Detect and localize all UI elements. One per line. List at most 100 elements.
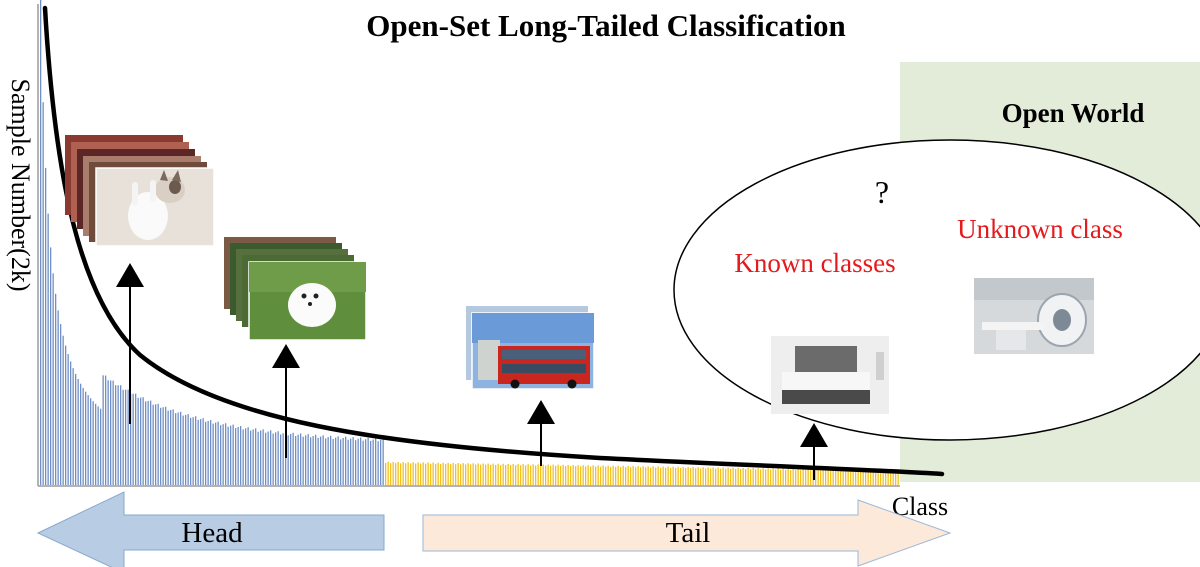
tail-bar: [802, 468, 804, 485]
tail-bar: [492, 463, 494, 485]
tail-bar: [642, 466, 644, 485]
tail-bar: [750, 469, 752, 485]
tail-bar: [832, 469, 834, 485]
head-bar: [235, 428, 237, 485]
head-bar: [217, 421, 219, 485]
head-bar: [320, 436, 322, 485]
tail-bar: [847, 469, 849, 485]
tail-bar: [442, 462, 444, 485]
tail-bar: [765, 469, 767, 485]
tail-bar: [570, 466, 572, 485]
tail-bar: [447, 462, 449, 485]
tail-bar: [497, 463, 499, 485]
tail-bar: [387, 461, 389, 485]
head-bar: [287, 435, 289, 485]
tail-bar: [797, 468, 799, 485]
tail-bar: [592, 465, 594, 485]
head-bar: [330, 435, 332, 485]
tail-bar: [432, 462, 434, 485]
tail-bar: [410, 463, 412, 485]
open-set-ellipse: [673, 139, 1200, 441]
tail-bar: [767, 468, 769, 485]
head-bar: [80, 383, 82, 485]
head-bar: [377, 441, 379, 485]
tail-bar: [685, 468, 687, 485]
tail-bar: [805, 470, 807, 485]
head-bar: [40, 0, 42, 485]
head-bar: [42, 102, 44, 485]
head-bar: [100, 408, 102, 485]
tail-bar: [557, 464, 559, 485]
tail-bar: [712, 467, 714, 485]
head-bar: [295, 436, 297, 485]
head-bar: [52, 273, 54, 485]
tail-bar: [840, 470, 842, 485]
head-bar: [202, 418, 204, 485]
head-bar: [372, 439, 374, 485]
tail-bar: [572, 465, 574, 485]
tail-bar: [577, 465, 579, 485]
tail-bar: [590, 466, 592, 485]
tail-bar: [867, 470, 869, 485]
head-bar: [125, 389, 127, 485]
tail-bar: [530, 465, 532, 485]
tail-arrow: [422, 499, 952, 567]
bus-photo-stack: [466, 306, 595, 390]
head-bar: [342, 438, 344, 485]
tail-bar: [627, 465, 629, 485]
tail-bar: [895, 471, 897, 485]
tail-bar: [680, 468, 682, 485]
tail-bar: [495, 464, 497, 485]
head-bar: [355, 440, 357, 485]
tail-bar: [870, 471, 872, 485]
tail-bar: [467, 463, 469, 485]
head-bar: [210, 420, 212, 485]
tail-bar: [695, 468, 697, 485]
head-bar: [247, 427, 249, 485]
tail-bar: [675, 467, 677, 485]
head-bar: [85, 391, 87, 485]
tail-bar: [400, 463, 402, 485]
head-bar: [192, 417, 194, 485]
head-bar: [237, 427, 239, 485]
tail-bar: [885, 471, 887, 485]
head-bar: [245, 428, 247, 485]
tail-bar: [782, 468, 784, 485]
tail-bar: [692, 467, 694, 485]
head-bar: [75, 373, 77, 485]
tail-bar: [595, 466, 597, 485]
head-bar: [172, 409, 174, 485]
tail-bar: [575, 466, 577, 485]
tail-bar: [485, 464, 487, 485]
head-arrow: [36, 491, 385, 567]
head-bar: [310, 437, 312, 485]
tail-bar: [795, 470, 797, 485]
head-bar: [322, 435, 324, 485]
head-bar: [360, 437, 362, 485]
tail-bar: [687, 466, 689, 485]
head-bar: [282, 433, 284, 485]
head-bar: [205, 421, 207, 485]
head-bar: [165, 406, 167, 485]
tail-bar: [677, 466, 679, 485]
head-bar: [215, 422, 217, 485]
tail-bar: [702, 467, 704, 485]
head-bar: [77, 379, 79, 485]
tail-bar: [755, 469, 757, 485]
head-bar: [120, 385, 122, 485]
head-bar: [380, 439, 382, 485]
head-bar: [67, 354, 69, 485]
head-bar: [270, 430, 272, 485]
head-bar: [195, 416, 197, 485]
tail-bar: [445, 464, 447, 485]
tail-bar: [465, 464, 467, 485]
tail-bar: [682, 466, 684, 485]
head-bar: [220, 425, 222, 485]
tail-bar: [742, 467, 744, 485]
tail-bar: [500, 465, 502, 485]
tail-bar: [440, 463, 442, 485]
tail-bar: [652, 466, 654, 485]
head-bar: [275, 432, 277, 485]
tail-bar: [735, 468, 737, 485]
tail-bar: [562, 464, 564, 485]
